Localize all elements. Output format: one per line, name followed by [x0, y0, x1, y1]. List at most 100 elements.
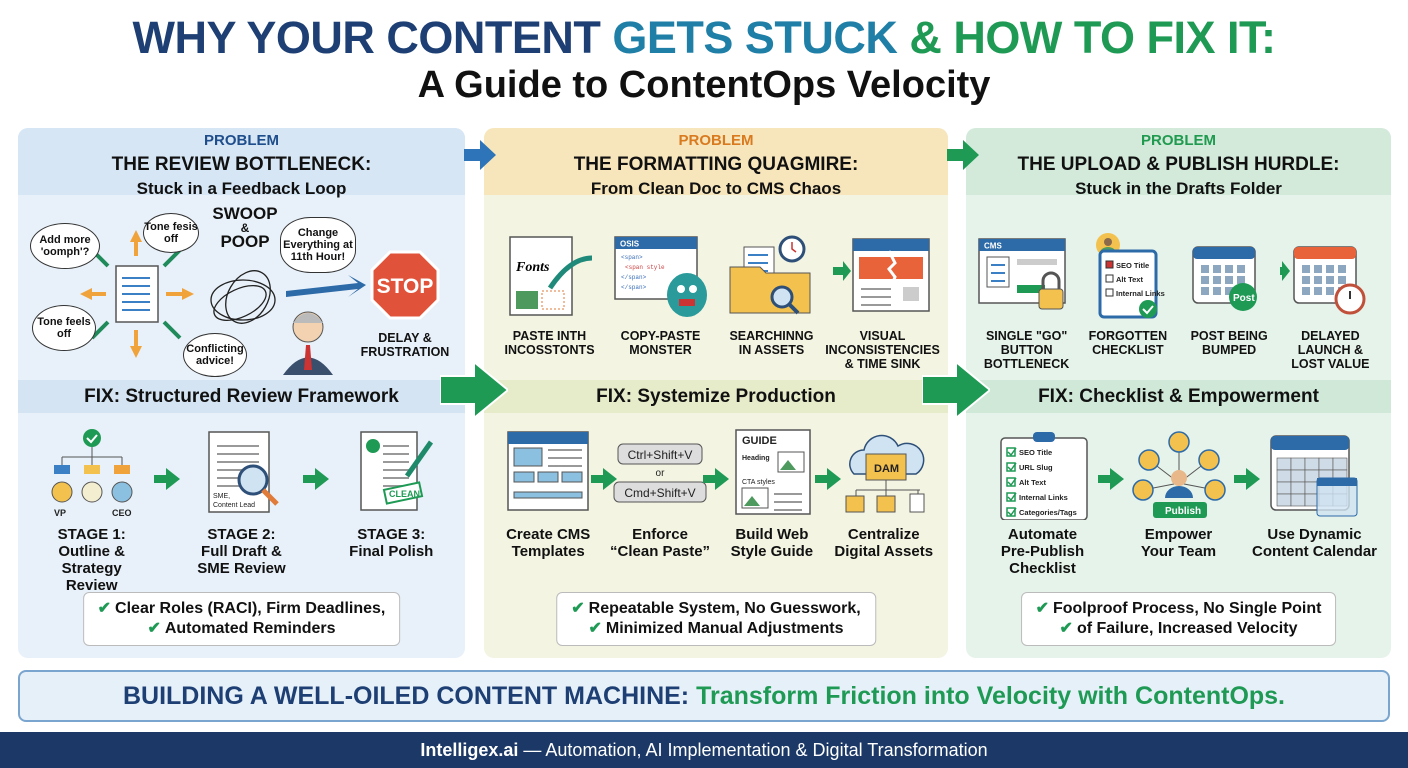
subtitle: A Guide to ContentOps Velocity — [417, 64, 991, 106]
svg-text:VP: VP — [54, 508, 66, 518]
fix-title: FIX: Systemize Production — [484, 380, 948, 413]
big-arrow-right-icon — [440, 362, 508, 418]
problem-label: PROBLEM — [1141, 132, 1216, 149]
summary-box: ✔Foolproof Process, No Single Point✔of F… — [1020, 592, 1337, 646]
arrow-right-icon — [702, 468, 729, 490]
fonts-document-icon: Fonts — [508, 236, 592, 316]
item-label: PASTE INTH INCOSSTONTS — [504, 329, 595, 357]
problem-item: DELAYED LAUNCH & LOST VALUE — [1280, 233, 1381, 371]
svg-text:Alt Text: Alt Text — [1019, 478, 1046, 487]
cloud-dam-icon: DAM — [845, 434, 925, 513]
item-label: Empower Your Team — [1140, 526, 1217, 560]
item-label: DELAYED LAUNCH & LOST VALUE — [1291, 329, 1370, 371]
svg-text:DAM: DAM — [874, 463, 899, 475]
footer-brand: Intelligex.ai — [420, 740, 519, 760]
column-formatting-quagmire: PROBLEM THE FORMATTING QUAGMIRE: From Cl… — [484, 128, 948, 658]
svg-text:URL Slug: URL Slug — [1019, 463, 1053, 472]
problem-subtitle: Stuck in the Drafts Folder — [1075, 179, 1282, 198]
main-title: WHY YOUR CONTENT GETS STUCK & HOW TO FIX… — [132, 12, 1276, 63]
item-label: SEARCHINNG IN ASSETS — [729, 329, 814, 357]
folder-search-icon — [729, 235, 810, 315]
column-review-bottleneck: PROBLEM THE REVIEW BOTTLENECK: Stuck in … — [18, 128, 465, 658]
big-arrow-right-icon — [922, 362, 990, 418]
problem-label: PROBLEM — [678, 132, 754, 149]
problem-subtitle: Stuck in a Feedback Loop — [136, 179, 347, 198]
svg-text:Fonts: Fonts — [515, 260, 550, 275]
fix-item: DAM Centralize Digital Assets — [831, 428, 936, 560]
summary-box: ✔Repeatable System, No Guesswork,✔Minimi… — [556, 592, 876, 646]
svg-text:CTA styles: CTA styles — [742, 479, 775, 486]
document-magnifier-icon: SME, Content Lead — [208, 431, 280, 513]
bottom-banner: BUILDING A WELL-OILED CONTENT MACHINE: T… — [18, 670, 1390, 722]
summary-line: ✔Automated Reminders — [147, 620, 336, 637]
svg-text:Publish: Publish — [1165, 506, 1201, 517]
check-icon: ✔ — [1035, 600, 1049, 617]
footer-tagline: — Automation, AI Implementation & Digita… — [518, 740, 988, 760]
svg-text:<span style: <span style — [625, 264, 665, 271]
problem-title: THE FORMATTING QUAGMIRE: — [573, 154, 859, 175]
arrow-right-icon — [947, 140, 979, 170]
delay-frustration-label: DELAY & FRUSTRATION — [360, 331, 450, 359]
item-label: STAGE 3: Final Polish — [349, 526, 434, 560]
document-pen-icon: CLEAN — [360, 431, 434, 511]
thought-bubble: Conflicting advice! — [183, 333, 247, 377]
svg-text:</span>: </span> — [621, 274, 647, 281]
svg-text:</span>: </span> — [621, 284, 647, 291]
fix-title: FIX: Structured Review Framework — [18, 380, 465, 413]
calendar-clock-icon — [1280, 246, 1366, 315]
problem-label: PROBLEM — [204, 132, 279, 149]
summary-line: ✔Clear Roles (RACI), Firm Deadlines, — [97, 600, 386, 617]
summary-line: ✔Foolproof Process, No Single Point — [1035, 600, 1322, 617]
column-upload-publish-hurdle: PROBLEM THE UPLOAD & PUBLISH HURDLE: Stu… — [966, 128, 1391, 658]
thought-bubble: Add more 'oomph'? — [30, 223, 100, 269]
svg-text:CEO: CEO — [112, 508, 132, 518]
svg-text:<span>: <span> — [621, 254, 643, 261]
arrow-right-icon — [814, 468, 841, 490]
problem-item: OSIS<span><span style</span></span>COPY-… — [606, 233, 716, 371]
svg-text:CLEAN: CLEAN — [389, 489, 420, 499]
fix-title: FIX: Checklist & Empowerment — [966, 380, 1391, 413]
item-label: SINGLE "GO" BUTTON BOTTLENECK — [983, 329, 1070, 371]
speech-bubble: Change Everything at 11th Hour! — [280, 217, 356, 273]
summary-box: ✔Clear Roles (RACI), Firm Deadlines, ✔Aut… — [82, 592, 401, 646]
svg-text:SEO Title: SEO Title — [1116, 261, 1149, 270]
svg-text:SME,: SME, — [213, 493, 230, 500]
problem-subtitle: From Clean Doc to CMS Chaos — [590, 179, 842, 198]
thought-bubble: Tone fesis off — [143, 213, 199, 253]
svg-text:Content Lead: Content Lead — [213, 502, 255, 509]
code-monster-icon: OSIS<span><span style</span></span> — [613, 236, 707, 317]
swoop-poop-label: SWOOP & POOP — [212, 204, 278, 251]
item-label: STAGE 2: Full Draft & SME Review — [197, 526, 286, 577]
item-label: Centralize Digital Assets — [834, 526, 934, 560]
item-label: POST BEING BUMPED — [1190, 329, 1268, 357]
check-icon: ✔ — [571, 600, 585, 617]
summary-line: ✔Repeatable System, No Guesswork, — [571, 600, 861, 617]
problem-item: SEARCHINNG IN ASSETS — [717, 233, 827, 371]
feedback-document-icon — [80, 230, 194, 358]
svg-text:Alt Text: Alt Text — [1116, 275, 1143, 284]
team-network-icon: Publish — [1131, 431, 1226, 518]
arrow-right-icon — [1233, 468, 1260, 490]
svg-text:Cmd+Shift+V: Cmd+Shift+V — [624, 486, 695, 500]
item-label: VISUAL INCONSISTENCIES & TIME SINK — [825, 329, 940, 371]
item-label: FORGOTTEN CHECKLIST — [1088, 329, 1168, 357]
problem-title: THE REVIEW BOTTLENECK: — [111, 154, 372, 175]
item-label: Use Dynamic Content Calendar — [1251, 526, 1377, 560]
svg-text:Categories/Tags: Categories/Tags — [1019, 508, 1077, 517]
fix-item: Use Dynamic Content Calendar — [1250, 428, 1380, 577]
problem-illustration: Add more 'oomph'? Tone fesis off Tone fe… — [18, 195, 465, 380]
stop-sign-icon: STOP — [370, 250, 440, 320]
calendar-post-icon: Post — [1192, 246, 1258, 311]
check-icon: ✔ — [588, 620, 602, 637]
